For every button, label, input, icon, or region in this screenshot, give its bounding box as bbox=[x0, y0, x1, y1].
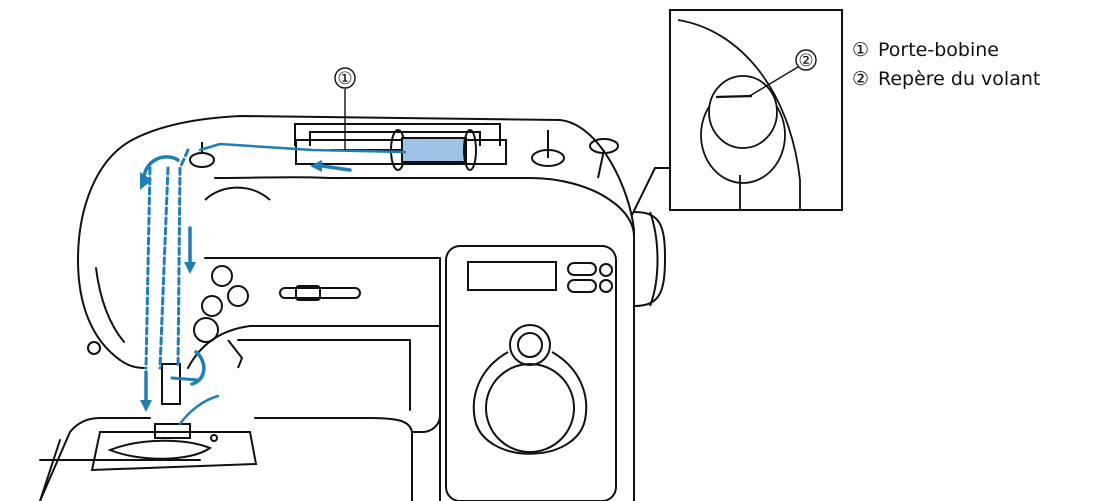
spool-holder bbox=[189, 123, 619, 201]
legend-item-repere-du-volant: ② Repère du volant bbox=[852, 65, 1040, 94]
front-button bbox=[211, 265, 233, 287]
presser-foot bbox=[154, 423, 191, 439]
pattern-dial bbox=[485, 363, 575, 453]
legend-number: ① bbox=[852, 39, 870, 61]
handwheel bbox=[633, 211, 667, 307]
legend-label: Repère du volant bbox=[878, 68, 1041, 90]
thread-path bbox=[142, 142, 407, 426]
legend: ① Porte-bobine ② Repère du volant bbox=[852, 36, 1040, 94]
panel-button bbox=[567, 279, 597, 293]
thread-arrowheads bbox=[140, 160, 322, 412]
front-button bbox=[201, 295, 223, 317]
callout-1-number: ① bbox=[337, 69, 352, 89]
threading-arrow-icon bbox=[184, 262, 196, 274]
legend-item-porte-bobine: ① Porte-bobine bbox=[852, 36, 1040, 65]
thread-spool bbox=[401, 137, 467, 163]
needle-plate bbox=[90, 431, 258, 472]
needle-assembly bbox=[87, 339, 258, 472]
front-button bbox=[227, 285, 249, 307]
threading-arrow-icon bbox=[310, 160, 322, 172]
panel-button bbox=[599, 279, 613, 293]
panel-button bbox=[599, 263, 613, 277]
speed-slider-knob bbox=[295, 285, 321, 301]
needle-bar bbox=[161, 363, 181, 405]
front-button bbox=[193, 317, 219, 343]
threading-arrow-icon bbox=[140, 172, 152, 190]
handwheel-mark bbox=[715, 94, 753, 99]
legend-number: ② bbox=[852, 68, 870, 90]
inset-handwheel-detail: ② bbox=[631, 9, 843, 216]
front-buttons bbox=[193, 265, 361, 343]
threading-arrow-icon bbox=[320, 164, 352, 172]
lcd-display bbox=[467, 261, 557, 291]
threading-arrow-icon bbox=[140, 400, 152, 412]
callout-1: ① bbox=[334, 67, 356, 150]
callout-2-number: ② bbox=[798, 51, 813, 71]
legend-label: Porte-bobine bbox=[878, 39, 999, 61]
dial-housing bbox=[472, 351, 588, 455]
dial-knob-top bbox=[509, 324, 551, 366]
panel-button bbox=[567, 262, 597, 276]
control-panel bbox=[445, 245, 617, 501]
control-panel-frame bbox=[445, 245, 617, 501]
